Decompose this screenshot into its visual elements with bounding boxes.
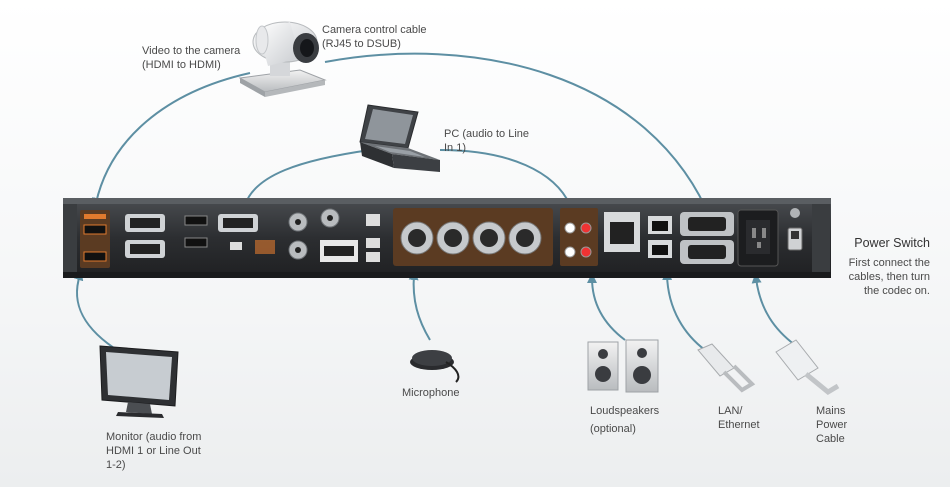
label-monitor: Monitor (audio from HDMI 1 or Line Out 1… <box>106 431 202 471</box>
label-lan-ethernet: LAN/ Ethernet <box>718 405 760 431</box>
label-power-switch-note: First connect the cables, then turn the … <box>848 257 930 297</box>
label-mains-power-cable: Mains Power Cable <box>816 405 848 445</box>
cable-microphone <box>408 270 431 341</box>
label-video-to-camera: Video to the camera (HDMI to HDMI) <box>142 45 241 71</box>
cable-pc-audio <box>439 149 573 210</box>
cable-camera-control <box>324 52 715 227</box>
label-power-switch-title: Power Switch <box>854 236 930 250</box>
label-loudspeakers-optional: (optional) <box>590 423 636 435</box>
label-pc: PC (audio to Line In 1) <box>444 128 529 154</box>
monitor <box>99 345 179 418</box>
label-loudspeakers: Loudspeakers <box>590 405 660 417</box>
laptop <box>359 104 440 172</box>
camera <box>238 21 327 97</box>
microphone <box>410 350 460 383</box>
loudspeakers <box>587 339 659 393</box>
label-microphone: Microphone <box>402 387 460 399</box>
cable-pc-video <box>241 149 371 210</box>
codec-rear-panel <box>63 198 831 278</box>
cable-loudspeakers <box>587 273 626 341</box>
cable-lan <box>662 270 706 351</box>
cable-video-to-camera <box>92 72 251 208</box>
cable-lines <box>73 52 796 353</box>
lan-cable-plug <box>697 343 756 393</box>
mains-plug <box>775 339 840 396</box>
label-camera-control-cable: Camera control cable (RJ45 to DSUB) <box>322 24 427 50</box>
cable-mains <box>751 273 796 346</box>
cable-monitor <box>73 270 121 353</box>
